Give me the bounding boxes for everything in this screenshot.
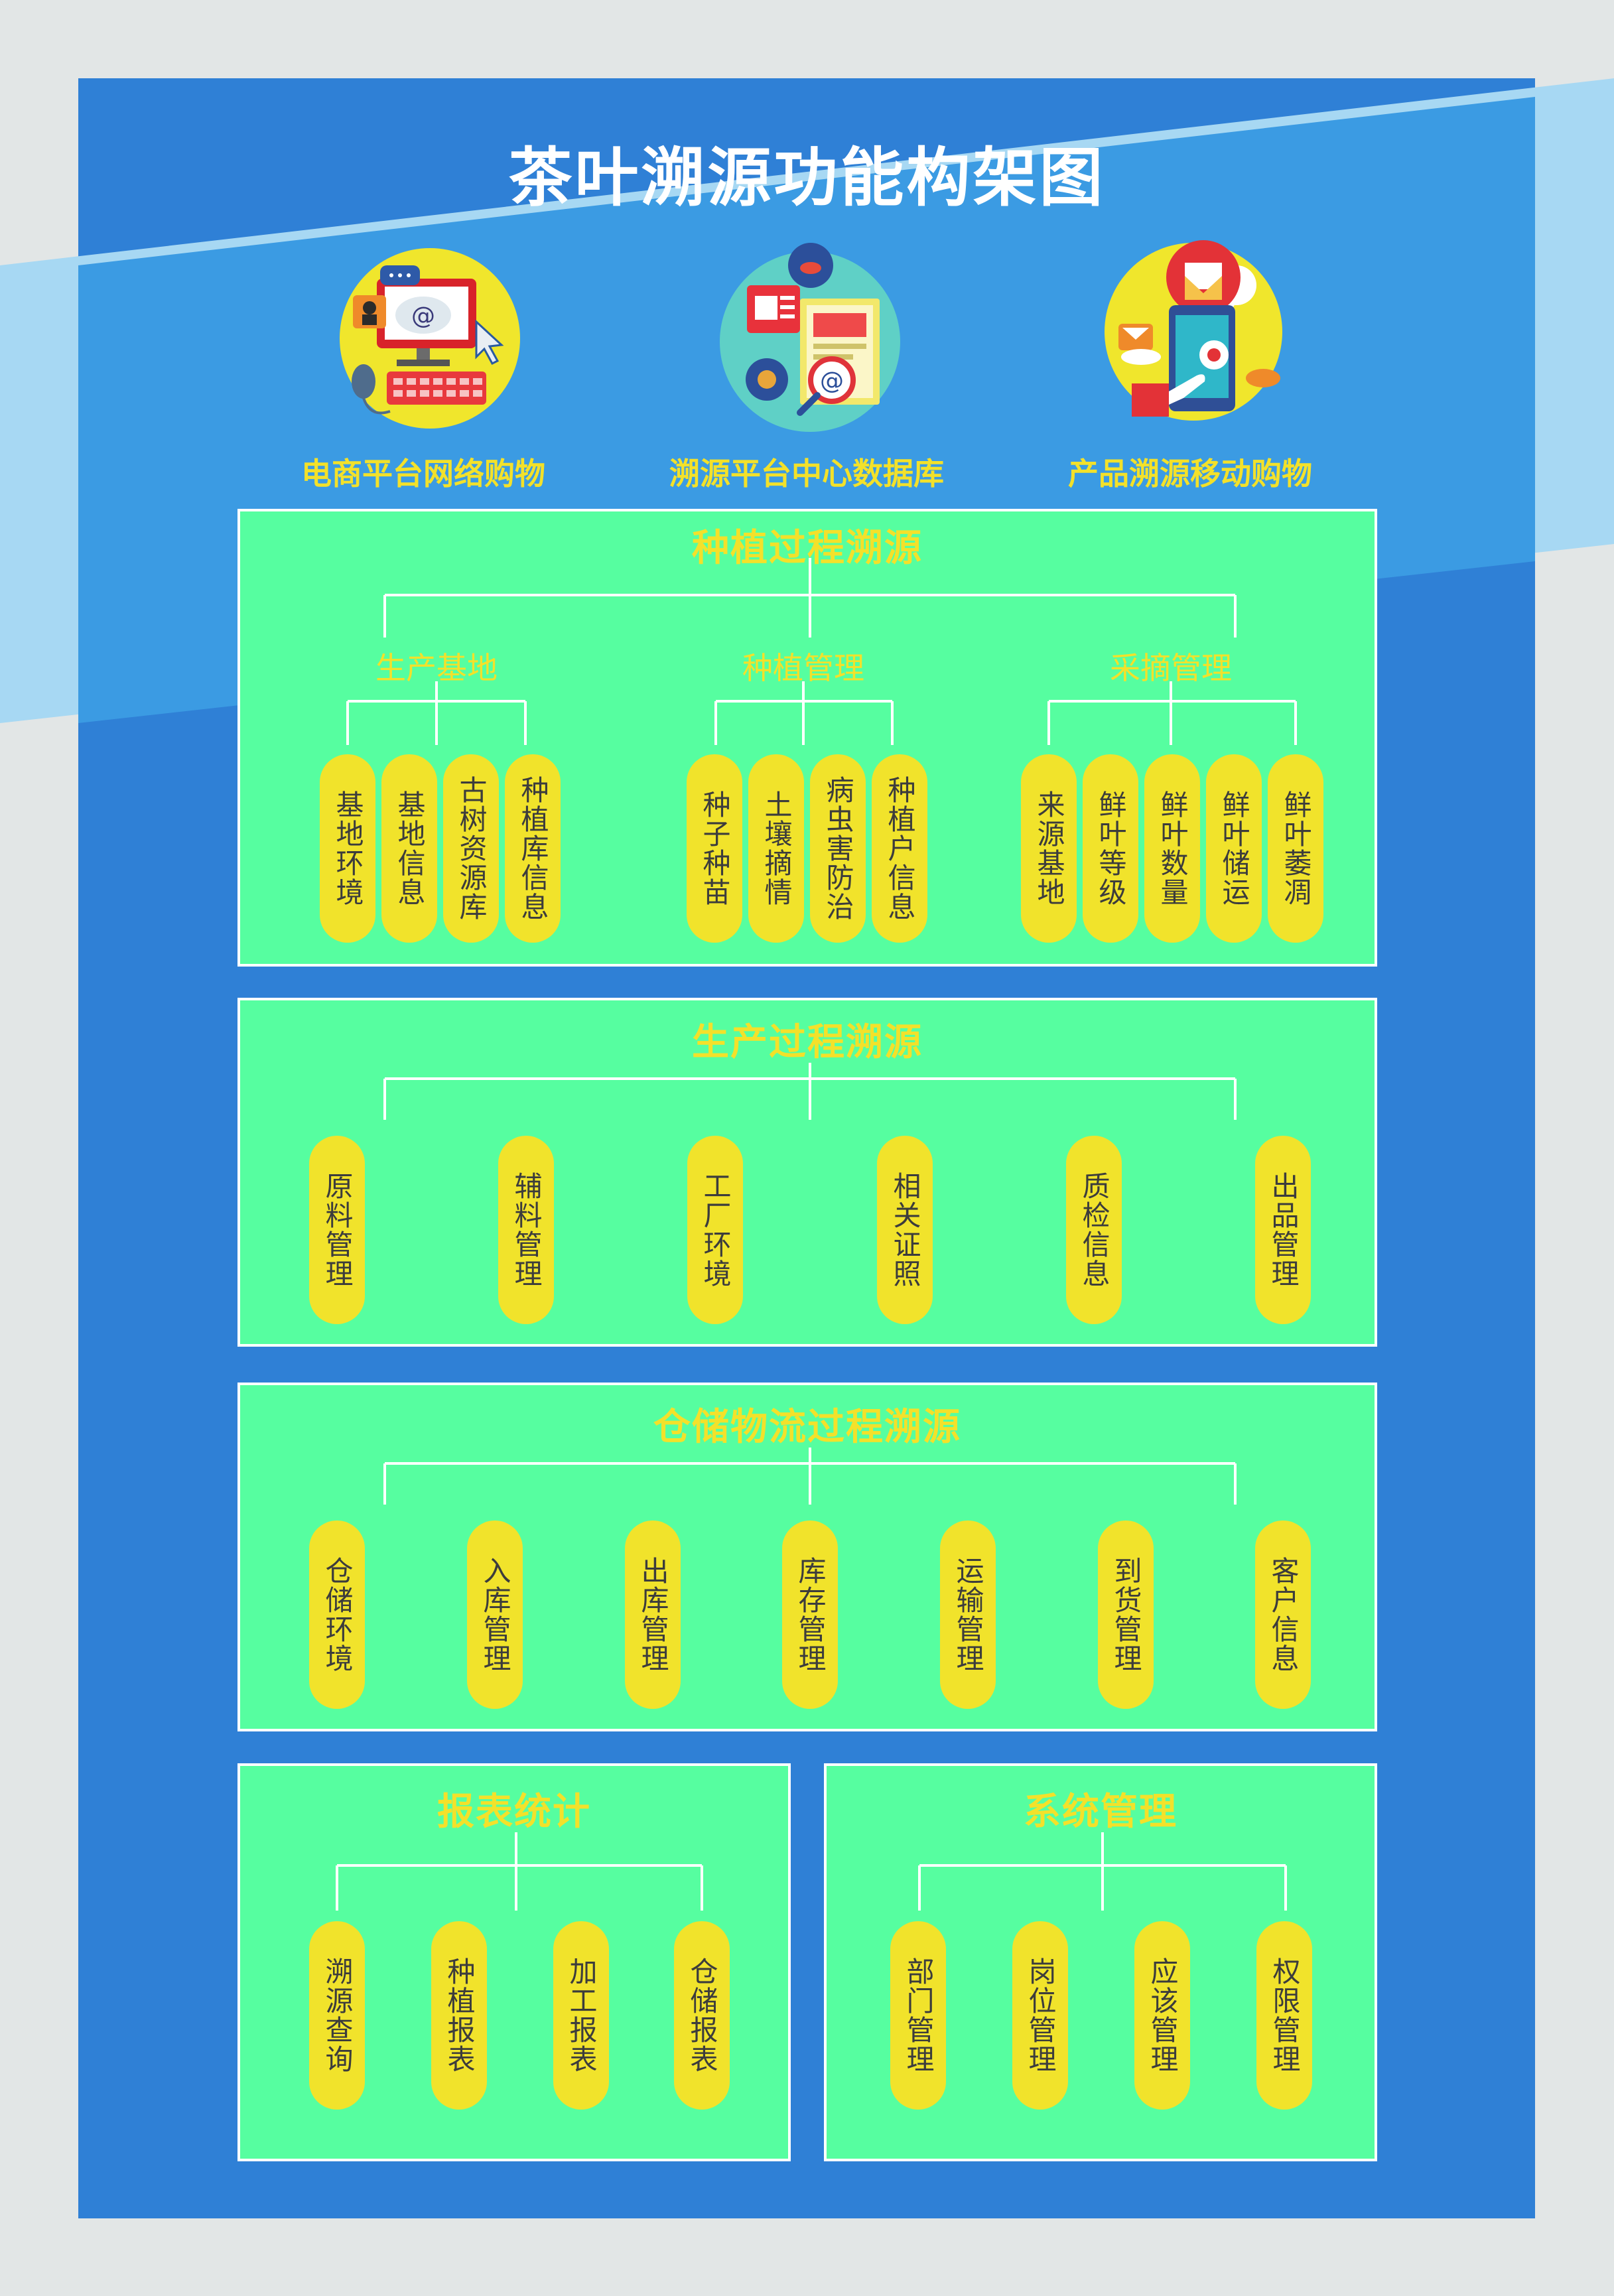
pill-item: 仓储环境 — [309, 1520, 365, 1709]
pill-item: 病虫害防治 — [810, 754, 866, 943]
feature-label: 产品溯源移动购物 — [1068, 456, 1312, 492]
pill-item: 土壤摘情 — [748, 754, 804, 943]
section-title: 生产过程溯源 — [692, 1021, 923, 1064]
pill-item: 鲜叶储运 — [1206, 754, 1262, 943]
feature-mobile: 产品溯源移动购物 — [1018, 239, 1363, 494]
pill-item: 基地信息 — [381, 754, 437, 943]
system-tree-lines — [918, 1832, 1287, 1911]
group-title-picking: 采摘管理 — [1110, 650, 1232, 686]
reports-section: 报表统计 溯源查询 种植报表 加工报表 仓储报表 — [237, 1763, 791, 2161]
pill-item: 辅料管理 — [498, 1136, 554, 1324]
pill-item: 鲜叶萎凋 — [1268, 754, 1323, 943]
database-search-icon: @ — [707, 239, 906, 438]
system-section: 系统管理 部门管理 岗位管理 应该管理 权限管理 — [824, 1763, 1377, 2161]
mobile-shopping-icon — [1091, 239, 1290, 438]
pill-item: 质检信息 — [1066, 1136, 1122, 1324]
pill-item: 仓储报表 — [674, 1921, 730, 2110]
pill-item: 古树资源库 — [443, 754, 499, 943]
pill-item: 运输管理 — [940, 1520, 996, 1709]
pill-item: 溯源查询 — [309, 1921, 365, 2110]
pill-item: 客户信息 — [1255, 1520, 1311, 1709]
pill-item: 出品管理 — [1255, 1136, 1311, 1324]
logistics-tree-lines — [383, 1448, 1237, 1505]
production-tree-lines — [383, 1063, 1237, 1120]
computer-shopping-icon: @ — [324, 239, 523, 438]
feature-database: @ 溯源平台中心数据库 — [634, 239, 979, 494]
section-title: 报表统计 — [437, 1790, 591, 1834]
planting-tree-lines — [346, 558, 1297, 745]
group-title-planting: 种植管理 — [742, 650, 864, 686]
production-section: 生产过程溯源 原料管理 辅料管理 工厂环境 相关证照 质检信息 出品管理 — [237, 998, 1377, 1347]
pill-item: 部门管理 — [890, 1921, 946, 2110]
pill-item: 入库管理 — [467, 1520, 523, 1709]
pill-item: 岗位管理 — [1012, 1921, 1068, 2110]
pill-item: 种植报表 — [431, 1921, 487, 2110]
pill-item: 种植库信息 — [505, 754, 561, 943]
pill-item: 鲜叶数量 — [1144, 754, 1200, 943]
pill-item: 库存管理 — [782, 1520, 838, 1709]
feature-label: 溯源平台中心数据库 — [669, 456, 944, 492]
pill-item: 种子种苗 — [687, 754, 742, 943]
pill-item: 基地环境 — [320, 754, 375, 943]
pill-item: 工厂环境 — [687, 1136, 743, 1324]
svg-text:@: @ — [411, 303, 435, 330]
pill-item: 鲜叶等级 — [1083, 754, 1138, 943]
pill-item: 种植户信息 — [872, 754, 927, 943]
svg-text:@: @ — [820, 368, 844, 395]
pill-item: 加工报表 — [553, 1921, 609, 2110]
page-title: 茶叶溯源功能构架图 — [508, 141, 1106, 215]
feature-ecommerce: @ 电商平台网络购物 — [251, 239, 596, 494]
feature-label: 电商平台网络购物 — [301, 456, 545, 492]
section-title: 种植过程溯源 — [692, 527, 923, 570]
pill-item: 应该管理 — [1134, 1921, 1190, 2110]
pill-item: 来源基地 — [1021, 754, 1077, 943]
section-title: 仓储物流过程溯源 — [653, 1406, 961, 1449]
pill-item: 原料管理 — [309, 1136, 365, 1324]
reports-tree-lines — [336, 1832, 703, 1911]
pill-item: 相关证照 — [877, 1136, 933, 1324]
pill-item: 权限管理 — [1256, 1921, 1312, 2110]
pill-item: 到货管理 — [1098, 1520, 1154, 1709]
group-title-base: 生产基地 — [375, 650, 498, 686]
logistics-section: 仓储物流过程溯源 仓储环境 入库管理 出库管理 库存管理 运输管理 到货管理 客… — [237, 1383, 1377, 1731]
pill-item: 出库管理 — [625, 1520, 681, 1709]
section-title: 系统管理 — [1024, 1790, 1177, 1834]
planting-section: 种植过程溯源 生产基地 种植管理 采摘管理 基地环境 基地信息 古树资源库 种植… — [237, 509, 1377, 967]
